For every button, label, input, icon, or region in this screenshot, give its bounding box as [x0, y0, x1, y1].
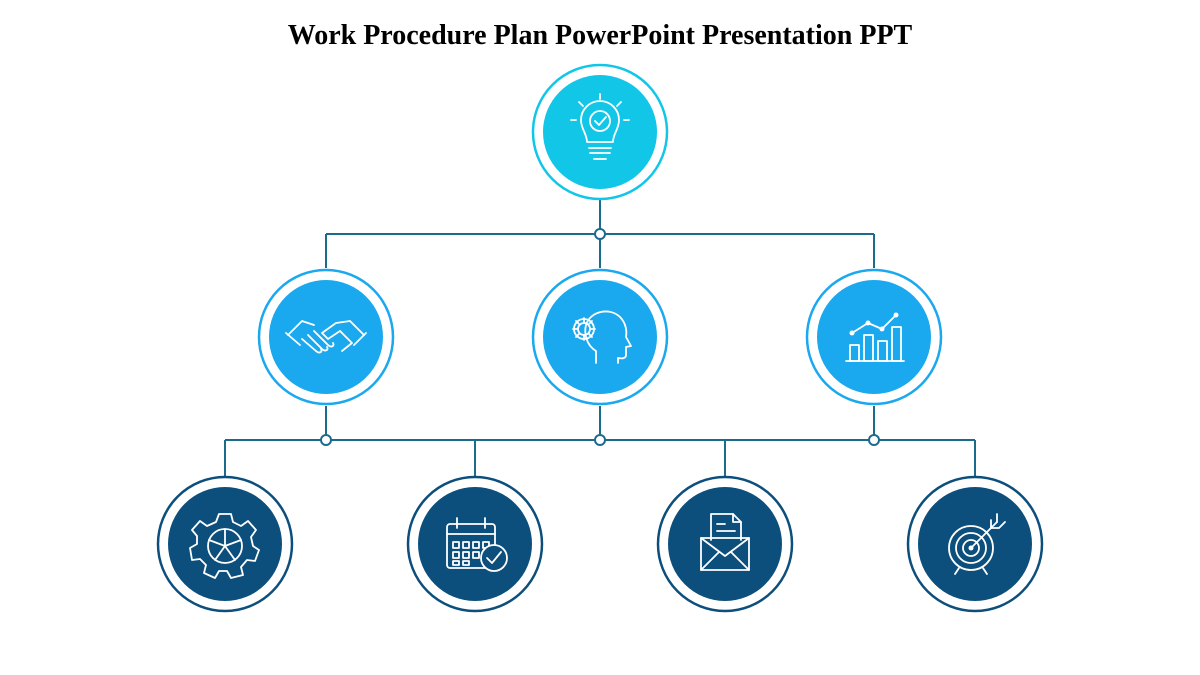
gear-pie-icon: [189, 513, 260, 579]
connector-joint: [594, 228, 606, 240]
node-middle-1: [257, 268, 395, 406]
target-arrow-icon: [948, 513, 1006, 575]
slide-title: Work Procedure Plan PowerPoint Presentat…: [287, 20, 913, 51]
connector-joint: [868, 434, 880, 446]
node-bottom-4: [906, 475, 1044, 613]
node-bottom-3: [656, 475, 794, 613]
calendar-check-icon: [446, 517, 508, 572]
bar-chart-growth-icon: [845, 312, 905, 362]
connector-lines: [224, 200, 976, 476]
node-bottom-2: [406, 475, 544, 613]
handshake-icon: [285, 320, 367, 354]
connector-joint: [594, 434, 606, 446]
node-middle-2: [531, 268, 669, 406]
node-middle-3: [805, 268, 943, 406]
connector-joint: [320, 434, 332, 446]
head-gear-icon: [572, 310, 632, 364]
lightbulb-check-icon: [570, 93, 630, 160]
envelope-document-icon: [700, 513, 750, 571]
node-bottom-1: [156, 475, 294, 613]
node-top: [531, 63, 669, 201]
